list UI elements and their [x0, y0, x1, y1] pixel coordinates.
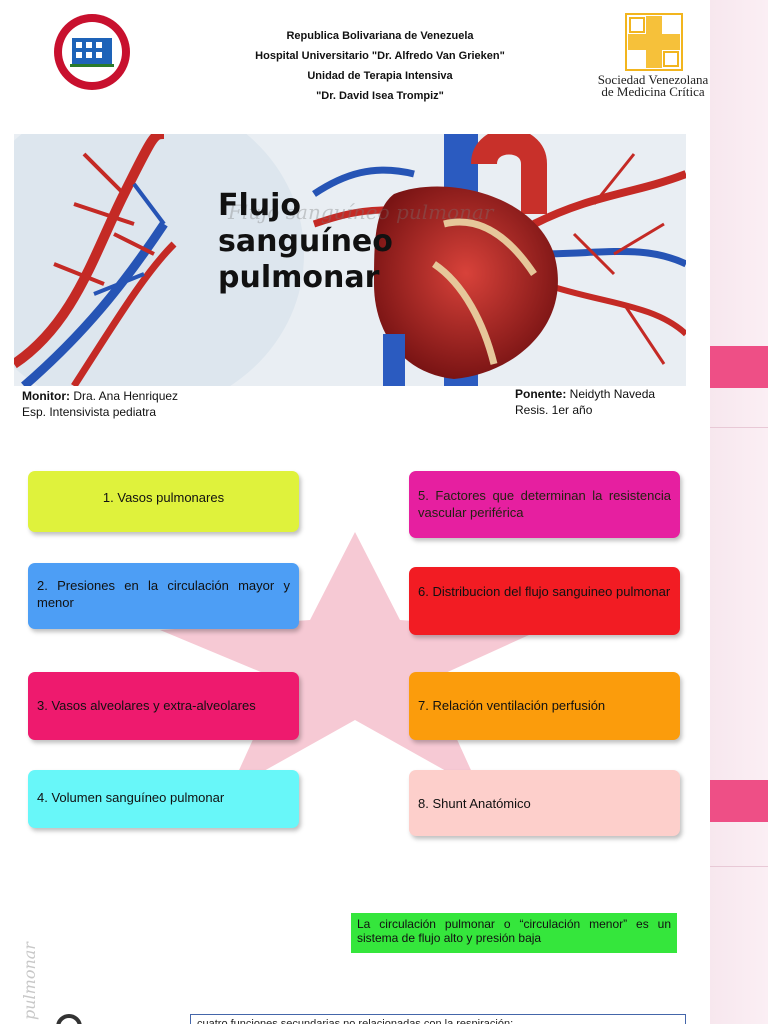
topic-5-label: 5. Factores que determinan la resistenci… — [418, 488, 671, 520]
topic-2-label: 2. Presiones en la circulación mayor y m… — [37, 578, 290, 610]
side-ghost-text: pulmonar — [20, 942, 39, 1020]
monitor-name: Dra. Ana Henriquez — [69, 389, 179, 403]
side-divider-2 — [710, 866, 768, 867]
header-line-2: Hospital Universitario "Dr. Alfredo Van … — [255, 50, 505, 62]
svmc-line-1: Sociedad Venezolana — [597, 72, 709, 87]
banner-ghost-text: Flujo sanguíneo pulmonar — [228, 200, 494, 224]
side-divider-1 — [710, 427, 768, 428]
ponente-label: Ponente: — [515, 387, 567, 401]
topic-factores-resistencia[interactable]: 5. Factores que determinan la resistenci… — [409, 471, 680, 538]
ponente-credits: Ponente: Neidyth Naveda Resis. 1er año — [515, 386, 655, 418]
topic-8-label: 8. Shunt Anatómico — [418, 795, 531, 811]
topic-volumen-sanguineo[interactable]: 4. Volumen sanguíneo pulmonar — [28, 770, 299, 828]
monitor-credits: Monitor: Dra. Ana Henriquez Esp. Intensi… — [22, 388, 178, 420]
page-title: Flujo sanguíneo pulmonar — [218, 188, 393, 295]
header-line-3: Unidad de Terapia Intensiva — [307, 70, 453, 82]
header-line-4: "Dr. David Isea Trompiz" — [316, 90, 444, 102]
topic-3-label: 3. Vasos alveolares y extra-alveolares — [37, 697, 256, 713]
topic-vasos-alveolares[interactable]: 3. Vasos alveolares y extra-alveolares — [28, 672, 299, 740]
right-side-strip — [710, 0, 768, 1024]
ponente-name: Neidyth Naveda — [566, 387, 656, 401]
svmc-line-2: de Medicina Crítica — [601, 84, 705, 99]
ponente-role: Resis. 1er año — [515, 403, 593, 417]
hospital-seal-icon — [52, 12, 132, 92]
header-line-1: Republica Bolivariana de Venezuela — [286, 30, 474, 42]
star-background-icon — [160, 532, 540, 790]
svmc-logo-text: Sociedad Venezolana de Medicina Crítica — [594, 72, 712, 99]
topic-4-label: 4. Volumen sanguíneo pulmonar — [37, 790, 225, 805]
circulation-note: La circulación pulmonar o “circulación m… — [351, 913, 677, 953]
topic-6-label: 6. Distribucion del flujo sanguineo pulm… — [418, 584, 671, 599]
side-accent-bar-1 — [710, 346, 768, 388]
side-accent-bar-2 — [710, 780, 768, 822]
topic-distribucion-flujo[interactable]: 6. Distribucion del flujo sanguineo pulm… — [409, 567, 680, 635]
topic-presiones-circulacion[interactable]: 2. Presiones en la circulación mayor y m… — [28, 563, 299, 629]
topic-vasos-pulmonares[interactable]: 1. Vasos pulmonares — [28, 471, 299, 532]
svmc-cross-logo-icon — [592, 12, 712, 102]
heart-vessels-illustration — [14, 134, 686, 386]
monitor-label: Monitor: — [22, 389, 70, 403]
topic-1-label: 1. Vasos pulmonares — [102, 490, 225, 505]
monitor-role: Esp. Intensivista pediatra — [22, 405, 157, 419]
institution-header: Republica Bolivariana de Venezuela Hospi… — [220, 26, 540, 106]
topic-7-label: 7. Relación ventilación perfusión — [418, 697, 606, 713]
topic-shunt-anatomico[interactable]: 8. Shunt Anatómico — [409, 770, 680, 836]
bottom-text-box: cuatro funciones secundarias no relacion… — [190, 1014, 686, 1024]
title-banner: Flujo sanguíneo pulmonar Flujo sanguíneo… — [14, 134, 686, 386]
topic-ventilacion-perfusion[interactable]: 7. Relación ventilación perfusión — [409, 672, 680, 740]
